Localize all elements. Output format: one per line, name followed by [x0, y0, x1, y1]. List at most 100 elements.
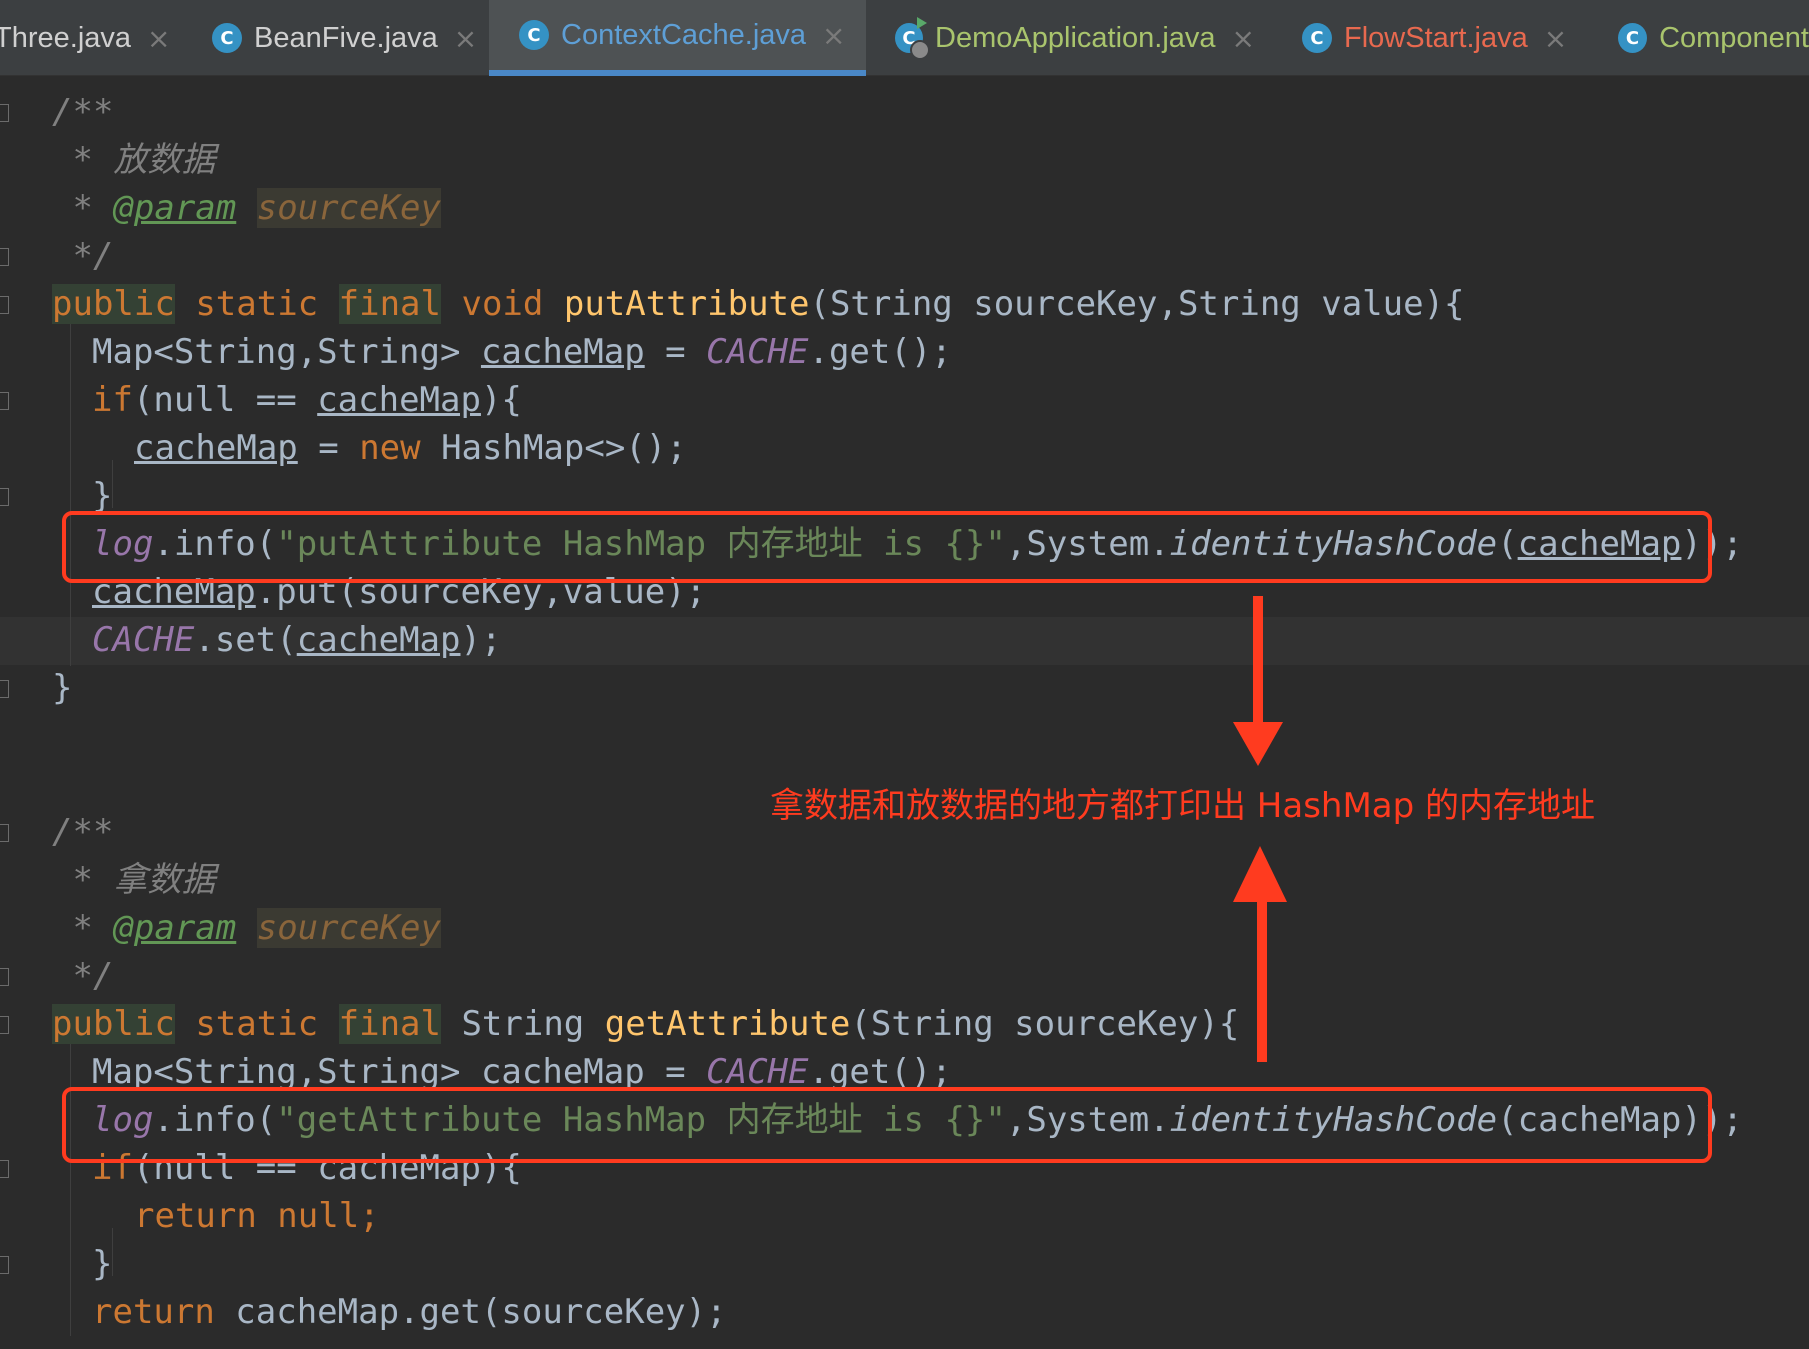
close-icon[interactable]: ×: [822, 18, 846, 52]
code-line[interactable]: if(null == cacheMap){: [92, 1144, 522, 1192]
code-line[interactable]: * 放数据: [52, 136, 215, 184]
fold-marker[interactable]: [0, 248, 9, 266]
keyword: void: [461, 284, 544, 324]
variable: cacheMap: [317, 1148, 481, 1188]
keyword: final: [338, 284, 441, 324]
annotation-text: 拿数据和放数据的地方都打印出 HashMap 的内存地址: [770, 786, 1596, 826]
tab-contextcache-java[interactable]: C ContextCache.java ×: [489, 0, 866, 76]
fold-marker[interactable]: [0, 1016, 9, 1034]
keyword: if: [92, 380, 133, 420]
highlight-box-get-log: [62, 1087, 1712, 1163]
fold-marker[interactable]: [0, 296, 9, 314]
keyword: if: [92, 1148, 133, 1188]
arrow-up-shaft: [1257, 900, 1267, 1062]
fold-marker[interactable]: [0, 824, 9, 842]
static-field: CACHE: [706, 1052, 809, 1092]
code-line[interactable]: }: [92, 472, 112, 520]
method-call: .info(: [153, 1100, 277, 1140]
method-params: (String sourceKey,String value){: [809, 284, 1465, 324]
keyword: public: [52, 1004, 175, 1044]
comment-star: *: [52, 908, 114, 948]
code-line[interactable]: CACHE.set(cacheMap);: [92, 616, 501, 664]
fold-marker[interactable]: [0, 488, 9, 506]
javadoc-param: sourceKey: [256, 188, 441, 228]
code-line[interactable]: * @param sourceKey: [52, 904, 441, 952]
class-icon: C: [212, 23, 242, 53]
condition: (null ==: [132, 1148, 318, 1188]
code-line[interactable]: public static final void putAttribute(St…: [52, 280, 1465, 328]
code-line[interactable]: cacheMap.put(sourceKey,value);: [92, 568, 706, 616]
keyword: new: [359, 428, 421, 468]
code-line[interactable]: return null;: [134, 1192, 380, 1240]
tab-three-java[interactable]: Three.java ×: [0, 0, 184, 76]
close-icon[interactable]: ×: [1543, 21, 1568, 55]
code-line[interactable]: */: [52, 952, 113, 1000]
highlight-box-put-log: [62, 511, 1712, 583]
arrow-up-head: [1233, 846, 1287, 902]
paren: ));: [1681, 524, 1743, 564]
method-call: .get();: [808, 1052, 952, 1092]
method-params: (String sourceKey){: [850, 1004, 1240, 1044]
code-line[interactable]: Map<String,String> cacheMap = CACHE.get(…: [92, 1048, 952, 1096]
tab-component[interactable]: C Component: [1618, 0, 1809, 76]
code-line[interactable]: * @param sourceKey: [52, 184, 441, 232]
variable: cacheMap: [296, 620, 461, 660]
code-line[interactable]: }: [92, 1240, 112, 1288]
close-icon[interactable]: ×: [147, 21, 171, 55]
class-ref: ,System.: [1005, 1100, 1170, 1140]
code-line[interactable]: log.info("putAttribute HashMap 内存地址 is {…: [92, 520, 1743, 568]
spring-boot-class-icon: C: [895, 17, 931, 60]
close-icon[interactable]: ×: [453, 21, 478, 55]
code-line[interactable]: * 拿数据: [52, 856, 215, 904]
close-icon[interactable]: ×: [1231, 21, 1255, 55]
fold-marker[interactable]: [0, 968, 9, 986]
tab-label: Component: [1659, 21, 1809, 54]
code-line[interactable]: cacheMap = new HashMap<>();: [134, 424, 687, 472]
condition: ){: [480, 1148, 522, 1188]
indent-guide: [112, 460, 113, 508]
fold-marker[interactable]: [0, 392, 9, 410]
code-editor[interactable]: /** * 放数据 * @param sourceKey */ public s…: [0, 76, 1809, 1349]
code-line[interactable]: }: [52, 664, 72, 712]
static-method: identityHashCode: [1169, 524, 1498, 564]
current-line-highlight: [0, 617, 1809, 665]
javadoc-param: sourceKey: [256, 908, 441, 948]
code-line[interactable]: */: [52, 232, 113, 280]
code-line[interactable]: /**: [52, 808, 113, 856]
variable: cacheMap: [317, 380, 481, 420]
comment-star: *: [52, 140, 114, 180]
tab-label: BeanFive.java: [254, 21, 438, 54]
gear-icon: [910, 40, 931, 60]
method-call: cacheMap.get(sourceKey);: [214, 1292, 727, 1332]
tab-label: ContextCache.java: [561, 18, 807, 51]
brace: }: [52, 668, 73, 708]
keyword: static: [195, 1004, 319, 1044]
code-line[interactable]: public static final String getAttribute(…: [52, 1000, 1239, 1048]
static-field: CACHE: [706, 332, 809, 372]
tab-label: DemoApplication.java: [935, 21, 1216, 54]
doc-comment-open: /**: [52, 92, 114, 132]
keyword: static: [195, 284, 319, 324]
indent-guide: [70, 1036, 71, 1336]
tab-demoapplication-java[interactable]: C DemoApplication.java ×: [895, 0, 1255, 76]
variable: cacheMap: [1517, 524, 1682, 564]
code-line[interactable]: Map<String,String> cacheMap = CACHE.get(…: [92, 328, 952, 376]
string-literal: "getAttribute HashMap 内存地址 is {}": [276, 1100, 1006, 1140]
code-line[interactable]: log.info("getAttribute HashMap 内存地址 is {…: [92, 1096, 1743, 1144]
fold-marker[interactable]: [0, 104, 9, 122]
static-method: identityHashCode: [1169, 1100, 1498, 1140]
fold-marker[interactable]: [0, 680, 9, 698]
code-line[interactable]: if(null == cacheMap){: [92, 376, 522, 424]
code-line[interactable]: /**: [52, 88, 113, 136]
javadoc-tag: @param: [113, 188, 237, 228]
doc-comment-open: /**: [52, 812, 114, 852]
type-decl: Map<String,String>: [92, 332, 481, 372]
class-ref: ,System.: [1005, 524, 1170, 564]
fold-marker[interactable]: [0, 1256, 9, 1274]
variable: cacheMap: [92, 572, 256, 612]
static-field: CACHE: [92, 620, 195, 660]
tab-beanfive-java[interactable]: C BeanFive.java ×: [212, 0, 482, 76]
code-line[interactable]: return cacheMap.get(sourceKey);: [92, 1288, 727, 1336]
tab-flowstart-java[interactable]: C FlowStart.java ×: [1302, 0, 1592, 76]
fold-marker[interactable]: [0, 1160, 9, 1178]
